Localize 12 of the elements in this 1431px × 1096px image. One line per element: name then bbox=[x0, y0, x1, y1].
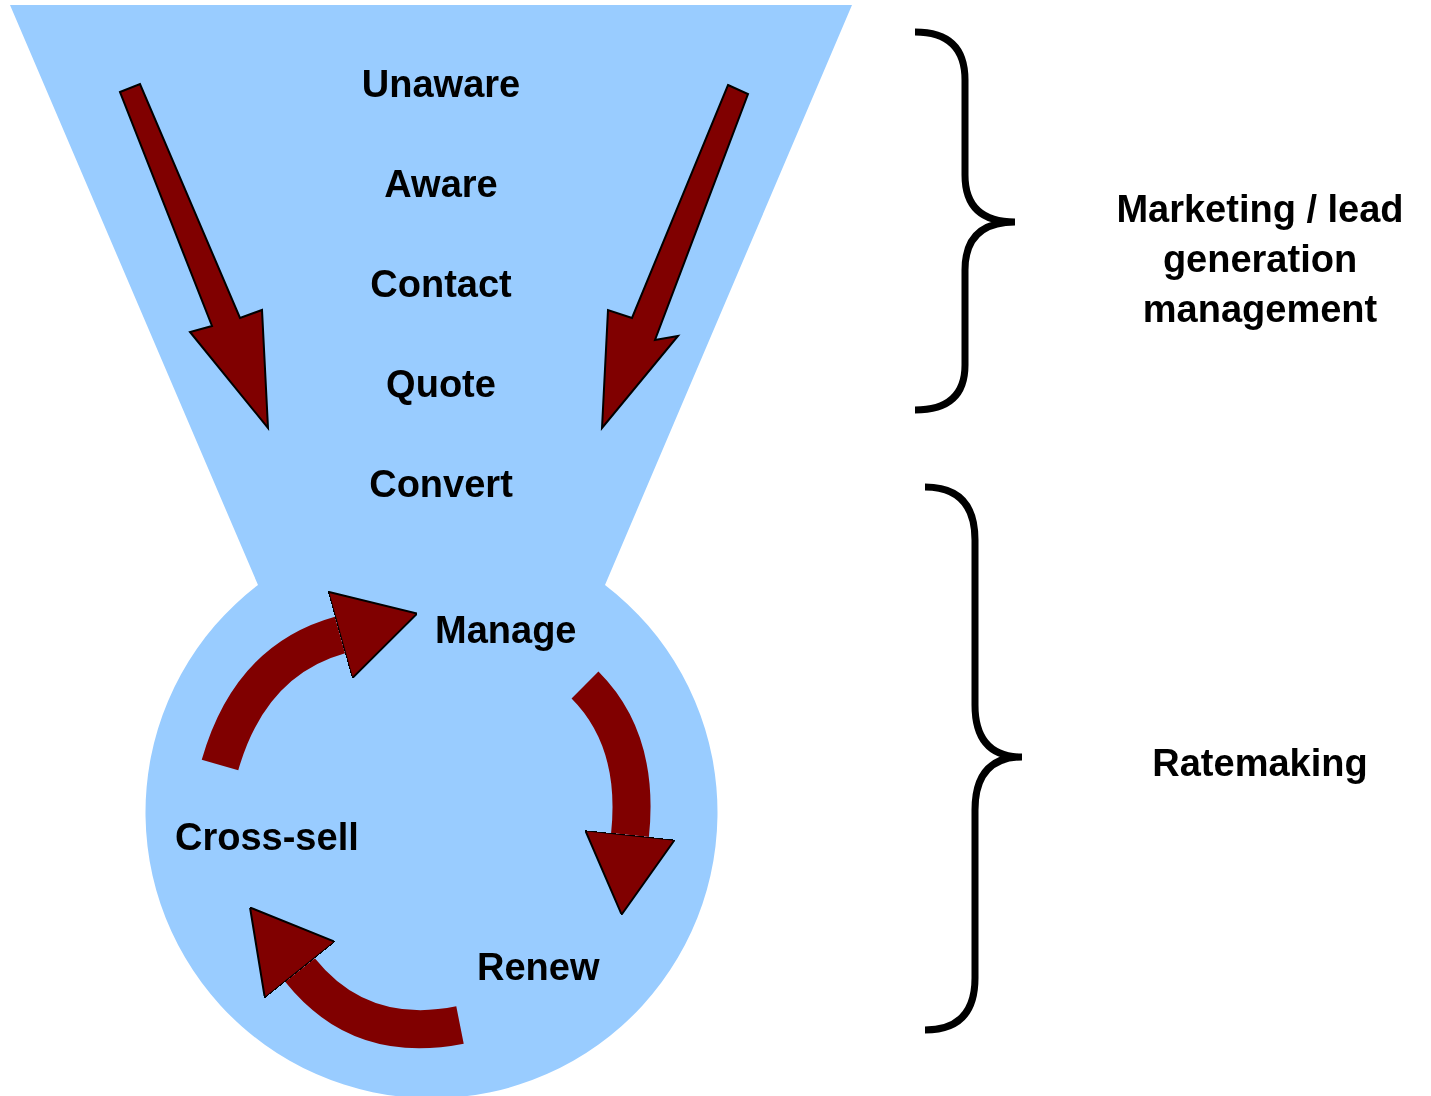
curved-arrow bbox=[201, 591, 418, 771]
stage-label: Convert bbox=[368, 462, 514, 506]
stage-label: Quote bbox=[385, 362, 497, 406]
stage-label: Manage bbox=[435, 609, 577, 651]
bracket-label: Ratemaking bbox=[1151, 741, 1369, 786]
curved-arrow bbox=[246, 908, 464, 1049]
stage-label: Aware bbox=[383, 162, 499, 206]
stage-label: Cross-sell bbox=[175, 816, 359, 858]
bracket-label: Marketing / lead generation management bbox=[1115, 187, 1405, 332]
stage-label: Renew bbox=[477, 946, 600, 988]
stage-label: Unaware bbox=[360, 62, 522, 106]
stage-label: Contact bbox=[369, 262, 513, 306]
